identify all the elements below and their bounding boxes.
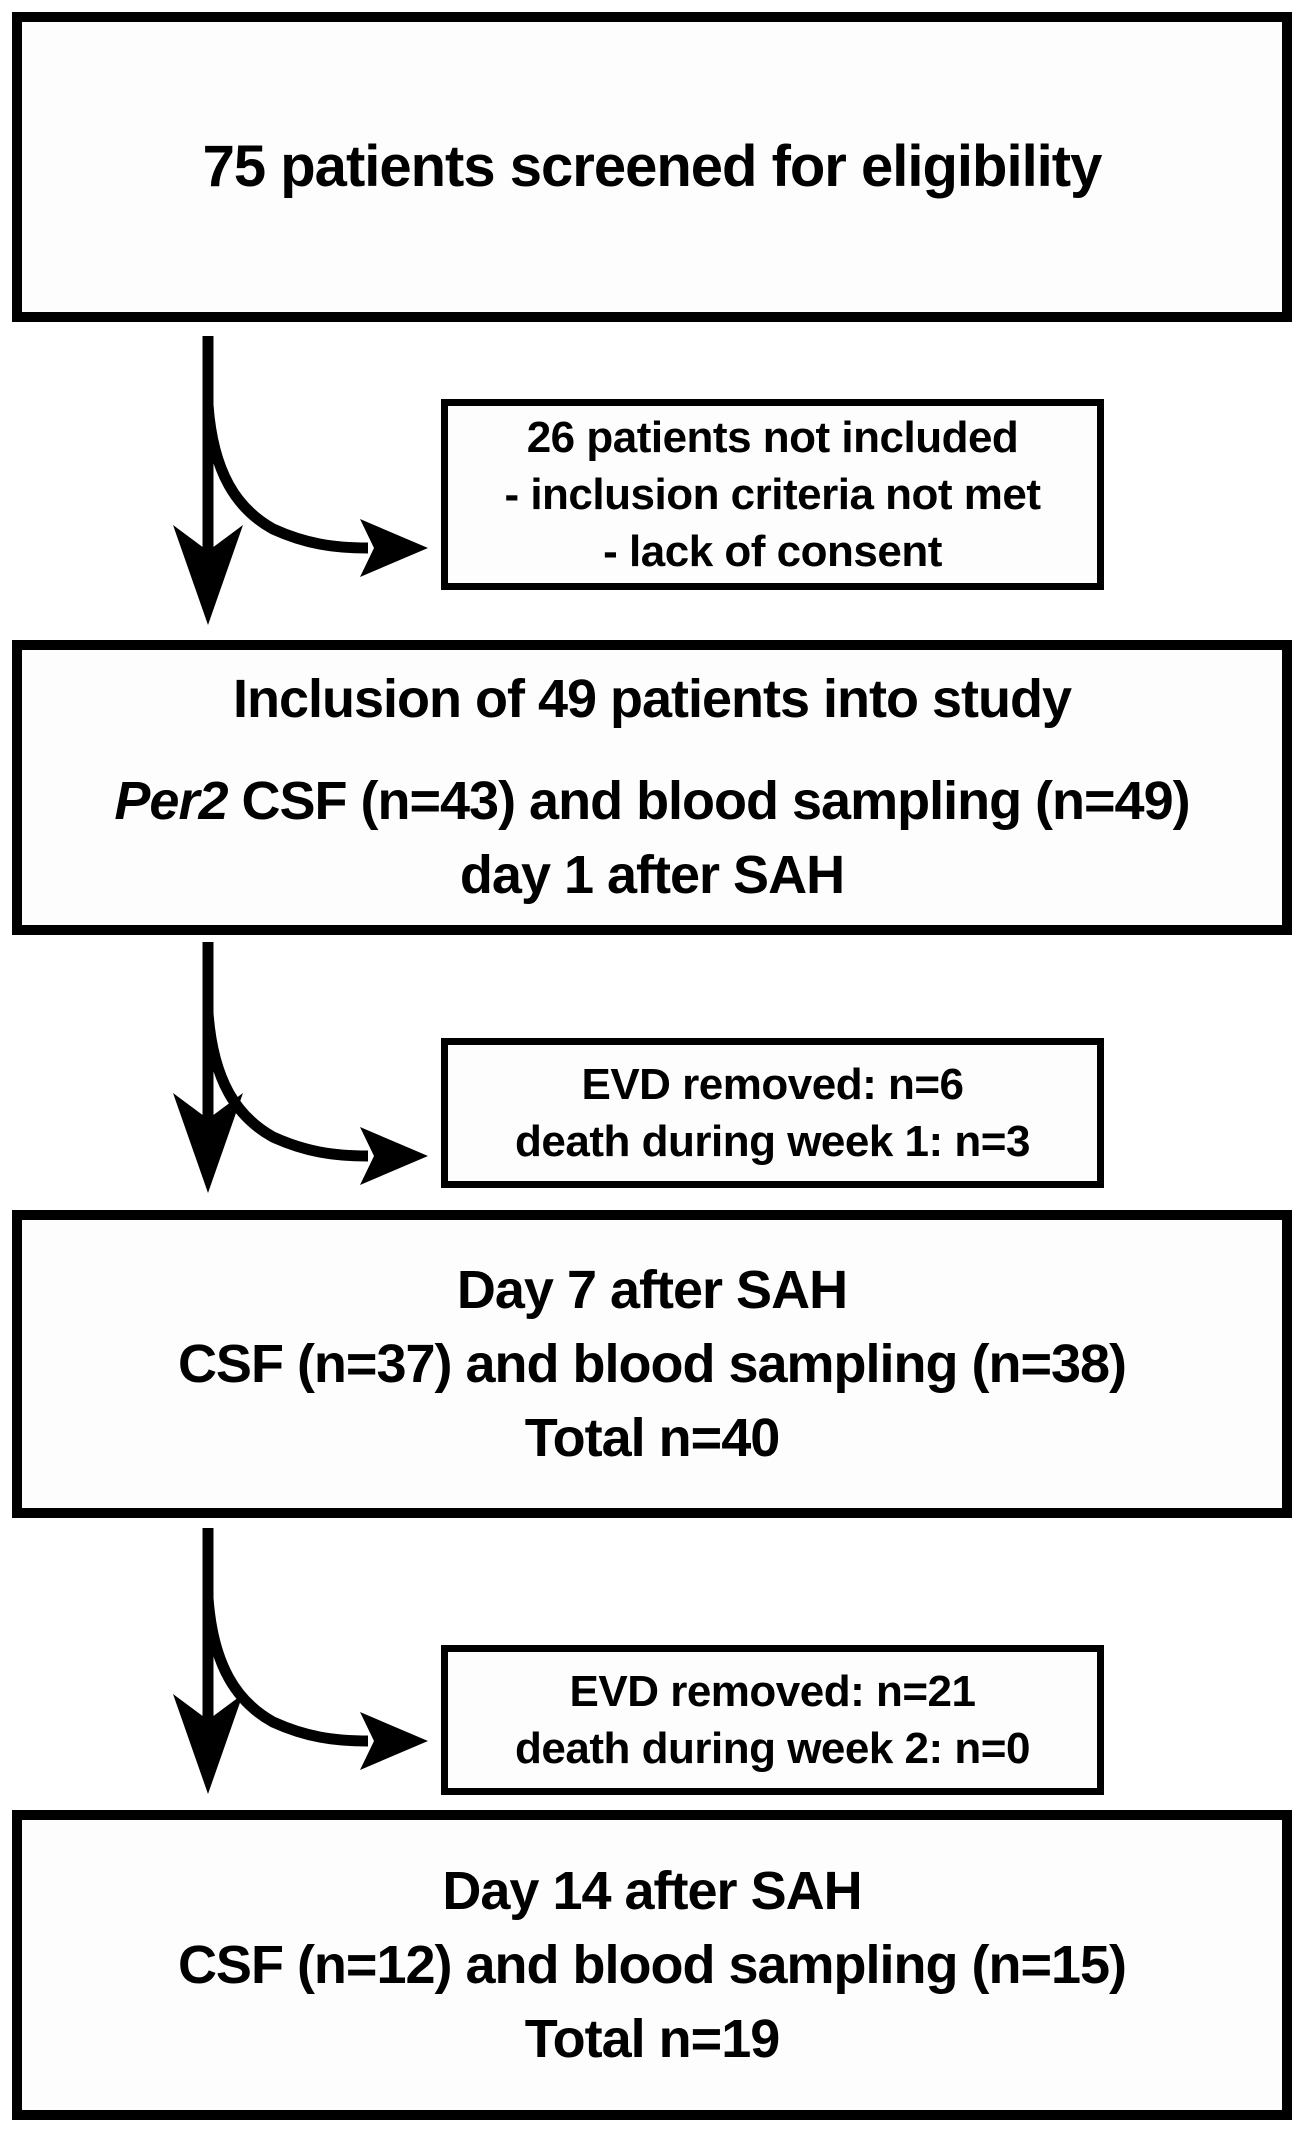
box-line: Day 7 after SAH xyxy=(456,1260,848,1320)
box-day14: Day 14 after SAH CSF (n=12) and blood sa… xyxy=(12,1810,1292,2120)
sampling-text: CSF (n=43) and blood sampling (n=49) xyxy=(227,771,1191,831)
box-line: EVD removed: n=21 xyxy=(569,1667,977,1716)
box-line: - lack of consent xyxy=(603,527,942,576)
down-arrowhead xyxy=(173,1694,243,1794)
box-line: death during week 1: n=3 xyxy=(515,1117,1030,1166)
box-line: 26 patients not included xyxy=(526,413,1019,462)
box-day7: Day 7 after SAH CSF (n=37) and blood sam… xyxy=(12,1210,1292,1518)
right-arrowhead xyxy=(360,1712,428,1770)
box-line: Total n=19 xyxy=(524,2009,781,2069)
box-line: CSF (n=37) and blood sampling (n=38) xyxy=(177,1334,1127,1394)
arrow-branch-to-not-included xyxy=(202,404,428,577)
box-week1-dropout: EVD removed: n=6 death during week 1: n=… xyxy=(441,1038,1104,1188)
gene-name-italic: Per2 xyxy=(114,771,228,831)
right-arrowhead xyxy=(360,519,428,577)
box-line: 75 patients screened for eligibility xyxy=(202,134,1103,199)
arrow-day7-to-day14 xyxy=(173,1528,243,1794)
box-line: Total n=40 xyxy=(524,1408,781,1468)
down-arrowhead xyxy=(173,1093,243,1193)
box-line: - inclusion criteria not met xyxy=(504,470,1041,519)
box-line: CSF (n=12) and blood sampling (n=15) xyxy=(177,1935,1127,1995)
box-line: Per2 CSF (n=43) and blood sampling (n=49… xyxy=(114,764,1191,838)
arrow-branch-to-week1-dropout xyxy=(202,1012,428,1185)
box-line: day 1 after SAH xyxy=(459,845,845,905)
box-line: Inclusion of 49 patients into study xyxy=(232,669,1072,729)
box-inclusion: Inclusion of 49 patients into study Per2… xyxy=(12,640,1292,935)
box-not-included: 26 patients not included - inclusion cri… xyxy=(441,399,1104,590)
down-arrowhead xyxy=(173,525,243,625)
arrow-screened-to-inclusion xyxy=(173,336,243,625)
arrow-inclusion-to-day7 xyxy=(173,942,243,1193)
box-week2-dropout: EVD removed: n=21 death during week 2: n… xyxy=(441,1645,1104,1795)
right-arrowhead xyxy=(360,1127,428,1185)
box-line: death during week 2: n=0 xyxy=(515,1724,1030,1773)
box-line: EVD removed: n=6 xyxy=(581,1060,964,1109)
arrow-branch-to-week2-dropout xyxy=(202,1597,428,1770)
box-line: Day 14 after SAH xyxy=(442,1861,862,1921)
box-screened: 75 patients screened for eligibility xyxy=(12,12,1292,322)
